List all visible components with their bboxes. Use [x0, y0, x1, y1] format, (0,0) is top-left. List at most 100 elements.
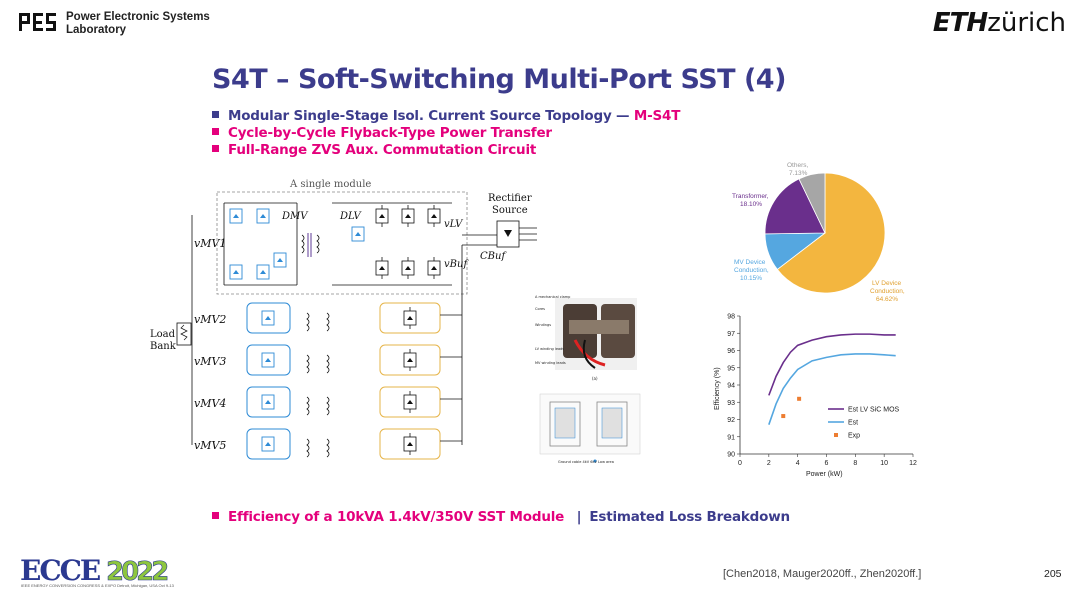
- photo-legend: Ground cable 4kV 6kV Low area: [558, 460, 614, 464]
- eth-logo: ETHzürich: [933, 8, 1066, 38]
- y-axis-label: Efficiency (%): [714, 367, 721, 410]
- lab-name-line1: Power Electronic Systems: [66, 11, 210, 23]
- eth-logo-rest: zürich: [987, 8, 1066, 38]
- photo-label-windings: Windings: [535, 323, 551, 327]
- module-2: vMV2: [194, 302, 462, 334]
- ecce-logo-text: ECCE: [20, 556, 100, 584]
- pie-label-lv-3: 64.62%: [876, 296, 898, 303]
- module-5: vMV5: [194, 428, 462, 460]
- lab-name: Power Electronic Systems Laboratory: [66, 11, 210, 37]
- legend-swatch: [834, 433, 838, 437]
- dlv-label: DLV: [339, 211, 362, 222]
- pie-slice: [798, 172, 826, 234]
- photo-label-clamp: A mechanical clamp: [535, 295, 571, 299]
- y-tick-label: 97: [727, 331, 735, 338]
- rectifier-label-1: Rectifier: [488, 193, 532, 204]
- y-tick-label: 98: [727, 314, 735, 321]
- eth-logo-bold: ETH: [932, 8, 988, 38]
- load-label-1: Load: [150, 329, 176, 340]
- citation: [Chen2018, Mauger2020ff., Zhen2020ff.]: [723, 568, 922, 580]
- x-tick-label: 12: [909, 460, 917, 467]
- bullet-square-icon: [212, 145, 219, 152]
- bullet-1-accent: M-S4T: [633, 108, 681, 124]
- x-tick-label: 6: [825, 460, 829, 467]
- bullet-2-text: Cycle-by-Cycle Flyback-Type Power Transf…: [228, 125, 552, 141]
- x-tick-label: 8: [853, 460, 857, 467]
- x-tick-label: 4: [796, 460, 800, 467]
- bullet-1-text: Modular Single-Stage Isol. Current Sourc…: [228, 108, 634, 124]
- photo-label-cores: Cores: [535, 307, 545, 311]
- legend-label: Est: [848, 420, 858, 427]
- y-tick-label: 93: [727, 400, 735, 407]
- bullet-list: Modular Single-Stage Isol. Current Sourc…: [212, 108, 680, 159]
- x-tick-label: 2: [767, 460, 771, 467]
- y-tick-label: 96: [727, 348, 735, 355]
- pie-slice: [764, 178, 826, 235]
- y-tick-label: 90: [727, 452, 735, 459]
- bullet-1: Modular Single-Stage Isol. Current Sourc…: [212, 108, 680, 125]
- pie-label-lv-1: LV Device: [872, 280, 902, 287]
- chart-series: [768, 333, 896, 425]
- module-4: vMV4: [194, 386, 462, 418]
- cbuf-label: CBuf: [480, 251, 507, 262]
- y-tick-label: 91: [727, 434, 735, 441]
- loss-pie-chart: Others, 7.13% Transformer, 18.10% MV Dev…: [732, 162, 905, 303]
- series-line: [768, 353, 896, 425]
- lab-name-line2: Laboratory: [66, 24, 127, 36]
- ecce-logo: ECCE 2022: [20, 556, 171, 584]
- pie-label-others-2: 7.13%: [789, 170, 808, 177]
- photo-label-mv-leads: MV winding leads: [535, 361, 566, 365]
- circuit-diagram: A single module Rectifier Source DMV DLV…: [150, 179, 537, 460]
- legend-label: Est LV SiC MOS: [848, 407, 900, 414]
- pie-slices: [764, 172, 886, 294]
- pie-slice: [776, 172, 886, 294]
- chart-axes: 0 2 4 6 8 10 12 90 91 92 93 94 95 96 97 98: [727, 314, 917, 468]
- vmv4-label: vMV4: [194, 397, 226, 410]
- x-axis-label: Power (kW): [806, 471, 843, 478]
- pie-label-mv-3: 10.15%: [740, 275, 762, 282]
- bullet-square-icon: [212, 512, 219, 519]
- pie-label-transformer-2: 18.10%: [740, 201, 762, 208]
- bullet-2: Cycle-by-Cycle Flyback-Type Power Transf…: [212, 125, 680, 142]
- slide-title: S4T – Soft-Switching Multi-Port SST (4): [212, 64, 786, 95]
- series-line: [768, 333, 896, 396]
- module-3: vMV3: [194, 344, 462, 376]
- bullet-3: Full-Range ZVS Aux. Commutation Circuit: [212, 142, 680, 159]
- pie-label-mv-2: Conduction,: [734, 267, 769, 274]
- ecce-subtitle: IEEE ENERGY CONVERSION CONGRESS & EXPO D…: [21, 583, 174, 588]
- pie-label-others-1: Others,: [787, 162, 809, 169]
- bottom-text-1: Efficiency of a 10kVA 1.4kV/350V SST Mod…: [228, 509, 565, 525]
- bullet-square-icon: [212, 111, 219, 118]
- y-tick-label: 95: [727, 365, 735, 372]
- vmv5-label: vMV5: [194, 439, 226, 452]
- bottom-separator: |: [576, 509, 582, 525]
- vlv-label: vLV: [444, 219, 464, 230]
- bottom-text-2: Estimated Loss Breakdown: [589, 509, 790, 525]
- x-tick-label: 0: [738, 460, 742, 467]
- photo-label-a: (a): [592, 376, 598, 381]
- rectifier-label-2: Source: [492, 205, 528, 216]
- vmv1-label: vMV1: [194, 237, 226, 250]
- bullet-3-text: Full-Range ZVS Aux. Commutation Circuit: [228, 142, 537, 158]
- x-tick-label: 10: [880, 460, 888, 467]
- vmv3-label: vMV3: [194, 355, 226, 368]
- photo-label-lv-leads: LV winding leads: [535, 347, 564, 351]
- pie-label-transformer-1: Transformer,: [732, 193, 769, 200]
- transformer-photo: A mechanical clamp Cores Windings LV win…: [535, 295, 641, 464]
- ecce-logo-year: 2022: [106, 557, 167, 584]
- pie-label-lv-2: Conduction,: [870, 288, 905, 295]
- y-tick-label: 92: [727, 417, 735, 424]
- dmv-label: DMV: [281, 211, 309, 222]
- module-label: A single module: [289, 179, 371, 190]
- data-point: [797, 396, 802, 401]
- page-number: 205: [1044, 568, 1062, 580]
- pie-label-mv-1: MV Device: [734, 259, 766, 266]
- load-label-2: Bank: [150, 341, 177, 352]
- data-point: [781, 414, 786, 419]
- bottom-caption: Efficiency of a 10kVA 1.4kV/350V SST Mod…: [212, 509, 790, 526]
- legend-label: Exp: [848, 433, 860, 440]
- vmv2-label: vMV2: [194, 313, 226, 326]
- y-tick-label: 94: [727, 383, 735, 390]
- efficiency-chart: 0 2 4 6 8 10 12 90 91 92 93 94 95 96 97 98 Est LV SiC M…: [714, 314, 917, 479]
